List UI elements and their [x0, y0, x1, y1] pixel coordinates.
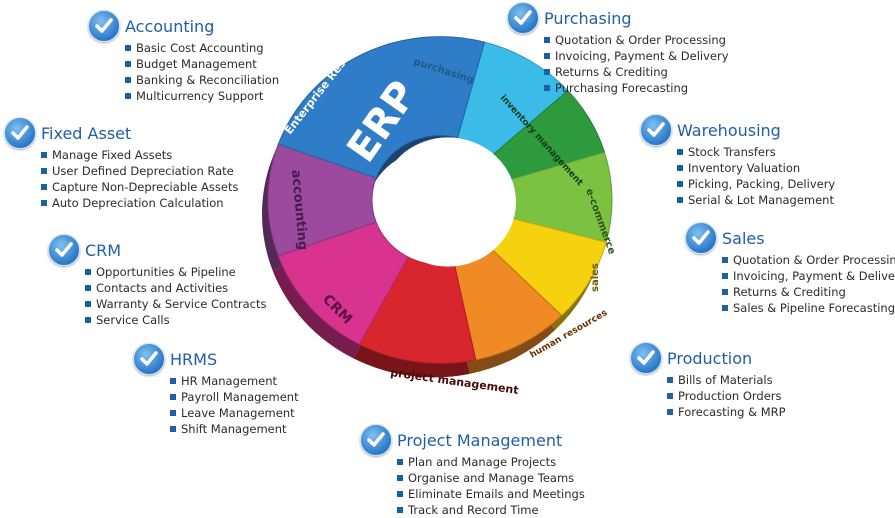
feature-item: Banking & Reconciliation — [125, 72, 279, 88]
feature-item: HR Management — [170, 373, 299, 389]
segment-label-sales: sales — [590, 263, 601, 292]
feature-item: Payroll Management — [170, 389, 299, 405]
feature-item: Basic Cost Accounting — [125, 40, 279, 56]
feature-item: Warranty & Service Contracts — [85, 296, 266, 312]
feature-item: Invoicing, Payment & Delivery — [722, 268, 895, 284]
erp-wheel: Enterprise Resource Planning ERP purchas… — [262, 0, 617, 397]
wheel-segments — [267, 36, 613, 364]
feature-item: Auto Depreciation Calculation — [41, 195, 238, 211]
feature-item: User Defined Depreciation Rate — [41, 163, 238, 179]
module-title: HRMS — [170, 350, 218, 369]
module-title: Project Management — [397, 431, 563, 450]
feature-item: Quotation & Order Processing — [722, 252, 895, 268]
feature-item: Organise and Manage Teams — [397, 470, 585, 486]
feature-item: Eliminate Emails and Meetings — [397, 486, 585, 502]
module-title: Sales — [722, 229, 765, 248]
module-title: Accounting — [125, 17, 215, 36]
check-icon — [4, 117, 36, 149]
feature-item: Budget Management — [125, 56, 279, 72]
check-icon — [640, 114, 672, 146]
feature-item: Service Calls — [85, 312, 266, 328]
feature-item: Multicurrency Support — [125, 88, 279, 104]
wheel-hole — [380, 137, 516, 267]
module-title: Production — [667, 349, 753, 368]
feature-item: Plan and Manage Projects — [397, 454, 585, 470]
feature-item: Track and Record Time — [397, 502, 585, 518]
check-icon — [360, 424, 392, 456]
feature-item: Leave Management — [170, 405, 299, 421]
feature-item: Returns & Crediting — [544, 64, 729, 80]
module-title: Fixed Asset — [41, 124, 132, 143]
segment-label-accounting: accounting — [288, 169, 310, 251]
feature-item: Capture Non-Depreciable Assets — [41, 179, 238, 195]
check-icon — [133, 343, 165, 375]
feature-item: Picking, Packing, Delivery — [677, 176, 835, 192]
module-title: CRM — [85, 241, 122, 260]
feature-item: Serial & Lot Management — [677, 192, 835, 208]
check-icon — [88, 10, 120, 42]
feature-item: Invoicing, Payment & Delivery — [544, 48, 729, 64]
feature-item: Shift Management — [170, 421, 299, 437]
feature-item: Purchasing Forecasting — [544, 80, 729, 96]
module-title: Warehousing — [677, 121, 781, 140]
check-icon — [630, 342, 662, 374]
feature-item: Bills of Materials — [667, 372, 786, 388]
check-icon — [685, 222, 717, 254]
feature-item: Returns & Crediting — [722, 284, 895, 300]
feature-item: Forecasting & MRP — [667, 404, 786, 420]
feature-item: Contacts and Activities — [85, 280, 266, 296]
feature-item: Production Orders — [667, 388, 786, 404]
check-icon — [507, 2, 539, 34]
check-icon — [48, 234, 80, 266]
wheel-segment — [277, 36, 486, 179]
feature-item: Stock Transfers — [677, 144, 835, 160]
feature-item: Manage Fixed Assets — [41, 147, 238, 163]
module-title: Purchasing — [544, 9, 632, 28]
feature-item: Quotation & Order Processing — [544, 32, 729, 48]
feature-item: Inventory Valuation — [677, 160, 835, 176]
feature-item: Sales & Pipeline Forecasting — [722, 300, 895, 316]
feature-item: Opportunities & Pipeline — [85, 264, 266, 280]
